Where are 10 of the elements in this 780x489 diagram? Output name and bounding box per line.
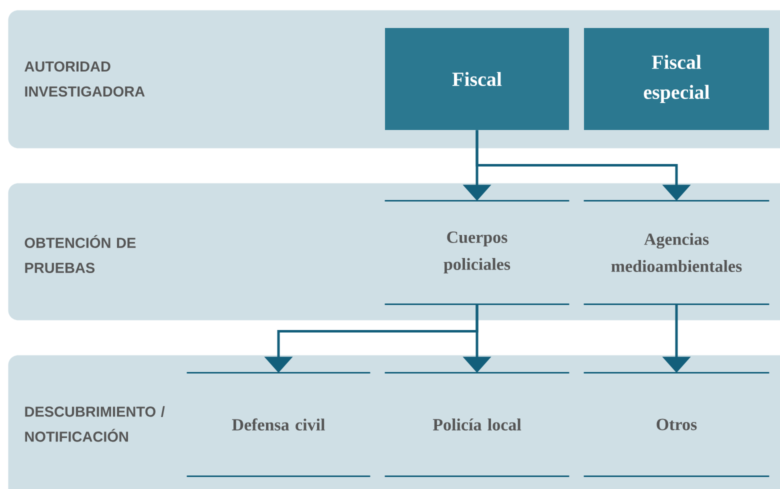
band-heading: DESCUBRIMIENTO / NOTIFICACIÓN bbox=[25, 406, 165, 442]
agency-box: Policía local bbox=[384, 372, 570, 477]
agency-box: Cuerpos policiales bbox=[384, 200, 570, 305]
band-heading: AUTORIDAD INVESTIGADORA bbox=[24, 61, 145, 97]
agency-box: Otros bbox=[584, 372, 770, 477]
agency-box: Agencias medioambientales bbox=[584, 200, 770, 305]
band-heading: OBTENCIÓN DE PRUEBAS bbox=[24, 235, 136, 273]
role-box: Fiscal bbox=[385, 28, 569, 130]
agency-box: Defensa civil bbox=[186, 372, 370, 477]
role-box: Fiscal especial bbox=[584, 28, 769, 130]
